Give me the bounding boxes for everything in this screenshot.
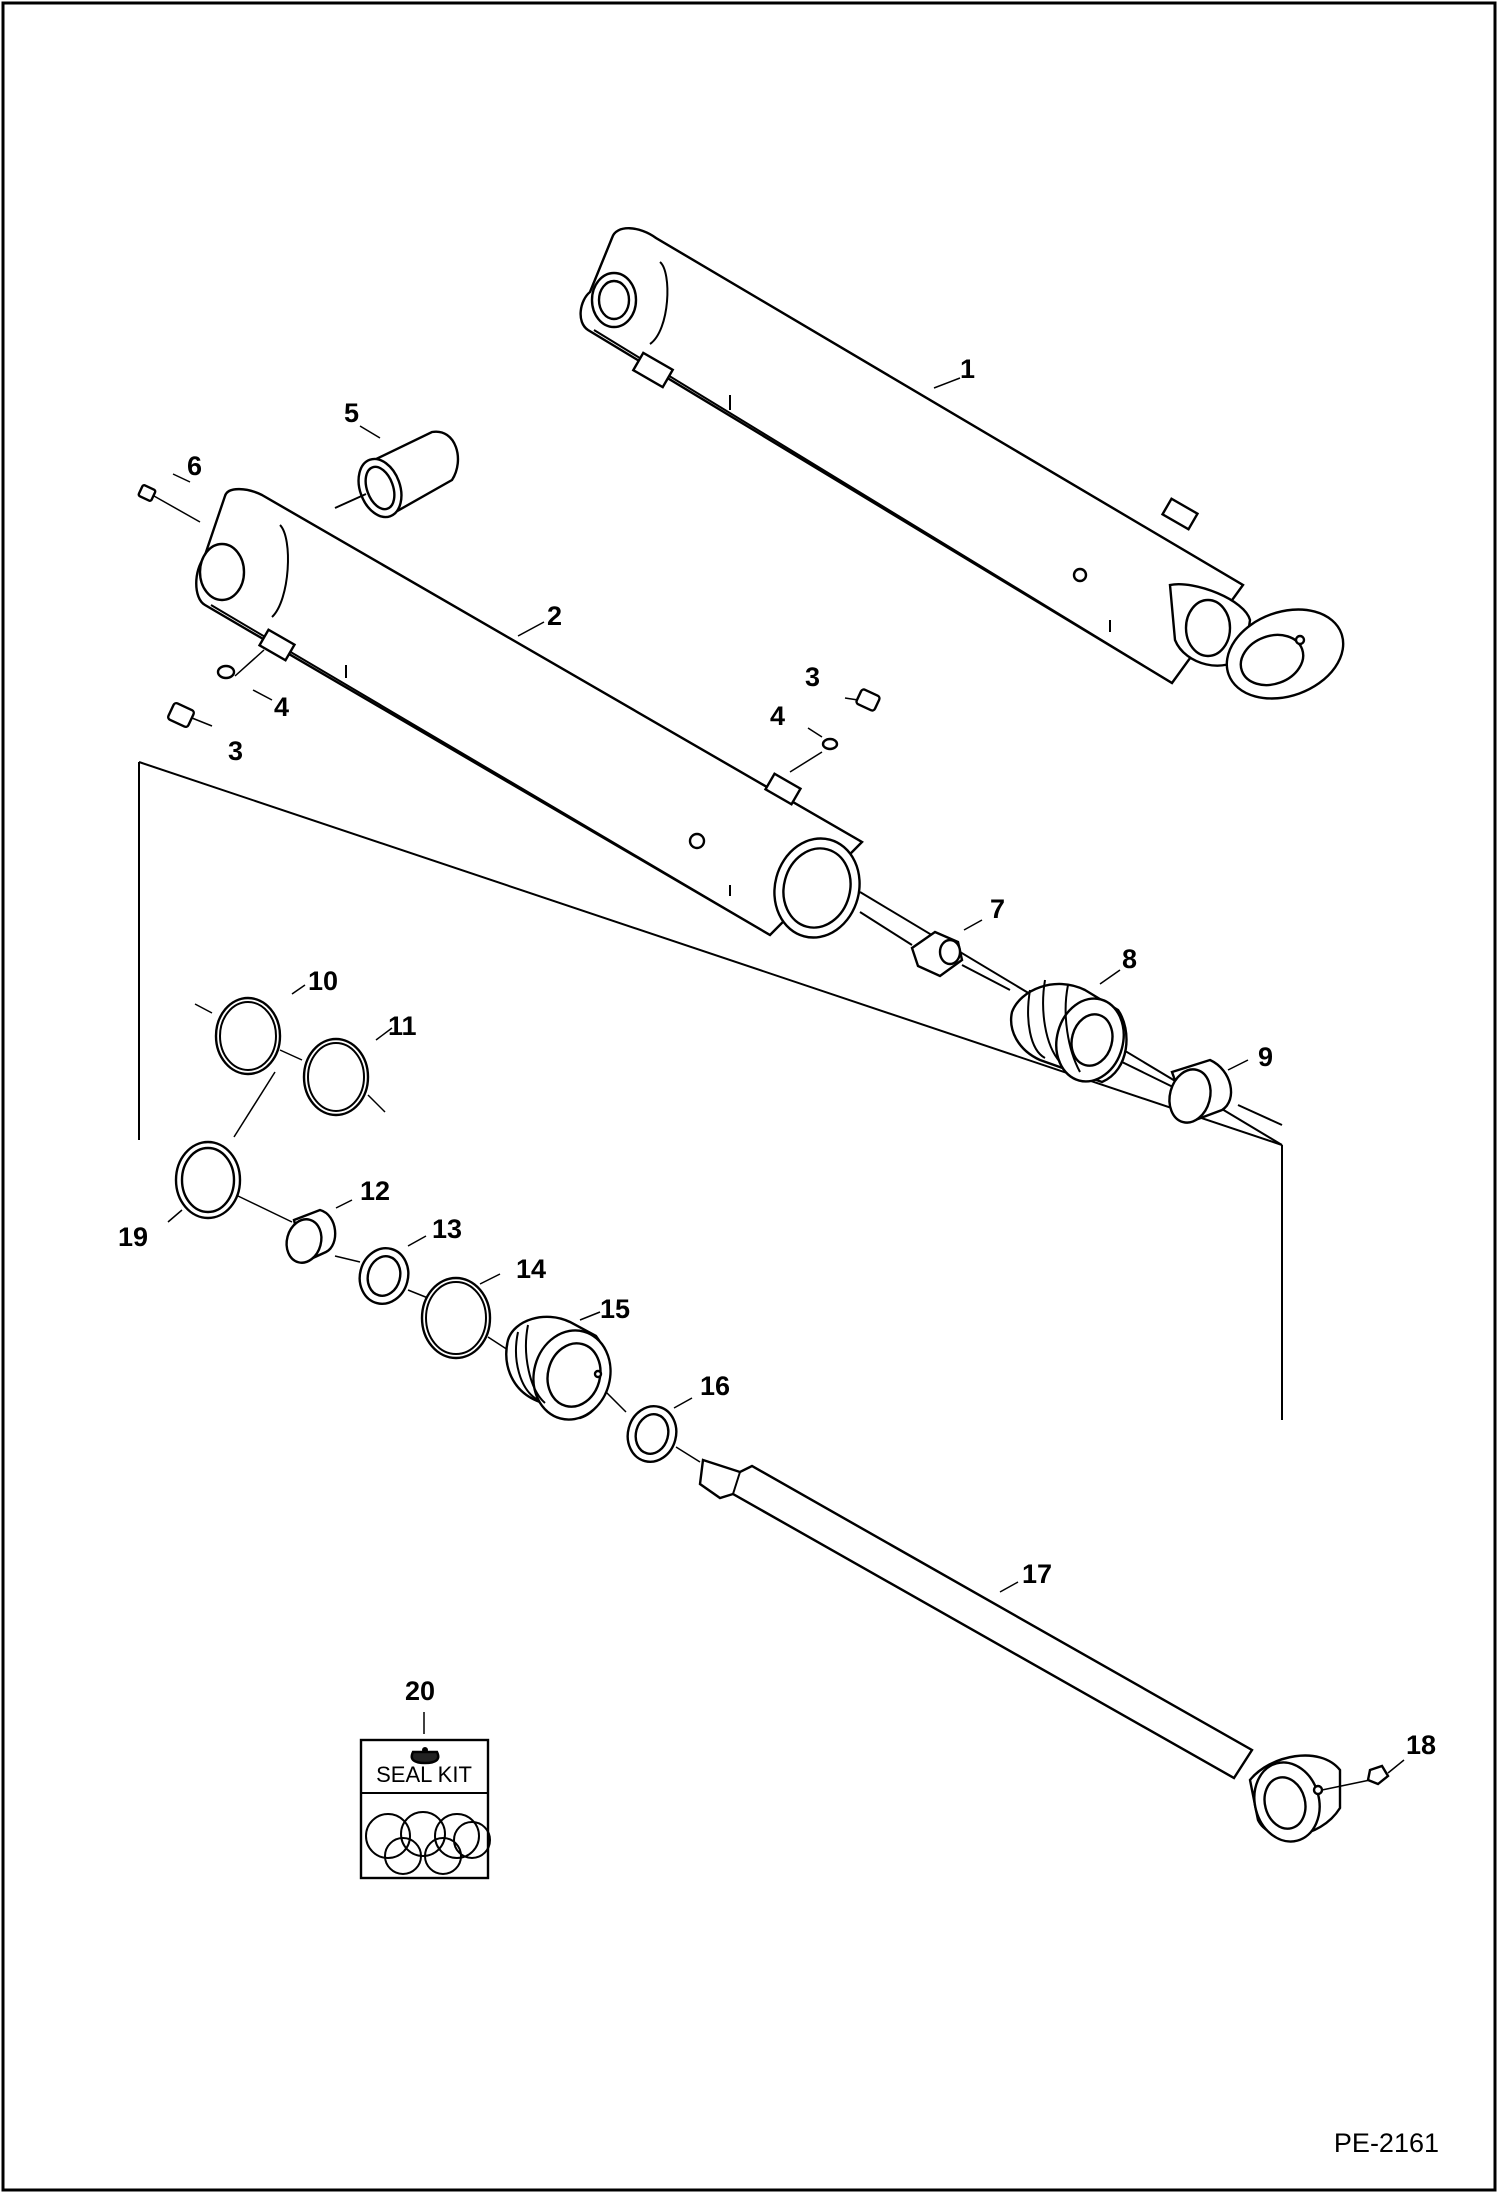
seal-ring-part-11 bbox=[233, 1037, 386, 1138]
rod-part-17 bbox=[698, 1458, 1371, 1843]
callout-9: 9 bbox=[1258, 1042, 1273, 1072]
grease-fitting-part-18 bbox=[1366, 1759, 1405, 1786]
gland-part-15 bbox=[505, 1315, 627, 1421]
o-ring-part-14 bbox=[420, 1276, 509, 1360]
callout-14: 14 bbox=[516, 1254, 546, 1284]
callout-16: 16 bbox=[700, 1371, 730, 1401]
bushing-part-5 bbox=[334, 430, 460, 519]
ring-part-9 bbox=[1168, 1058, 1283, 1126]
callout-15: 15 bbox=[600, 1294, 630, 1324]
fitting-part-6 bbox=[137, 484, 201, 523]
callout-2: 2 bbox=[547, 601, 562, 631]
callout-4-left: 4 bbox=[274, 692, 289, 722]
callout-18: 18 bbox=[1406, 1730, 1436, 1760]
callout-12: 12 bbox=[360, 1176, 390, 1206]
callout-10: 10 bbox=[308, 966, 338, 996]
wear-ring-part-12 bbox=[285, 1208, 361, 1264]
callout-3-lower: 3 bbox=[228, 736, 243, 766]
figure-id: PE-2161 bbox=[1334, 2128, 1439, 2158]
callout-8: 8 bbox=[1122, 944, 1137, 974]
callout-3-upper: 3 bbox=[805, 662, 820, 692]
callout-4-right: 4 bbox=[770, 701, 785, 731]
callout-19: 19 bbox=[118, 1222, 148, 1252]
leader-lines bbox=[167, 377, 1249, 1593]
callout-6: 6 bbox=[187, 451, 202, 481]
callout-1: 1 bbox=[960, 354, 975, 384]
callout-11: 11 bbox=[388, 1011, 417, 1041]
seal-kit-part-20: SEAL KIT bbox=[359, 1712, 491, 1880]
callout-13: 13 bbox=[432, 1214, 462, 1244]
wiper-part-16 bbox=[626, 1405, 701, 1463]
nut-part-7 bbox=[859, 911, 1011, 991]
barrel-part-2 bbox=[195, 487, 864, 939]
callout-20: 20 bbox=[405, 1676, 435, 1706]
piston-part-8 bbox=[1009, 979, 1176, 1089]
callout-7: 7 bbox=[990, 894, 1005, 924]
seal-kit-label: SEAL KIT bbox=[376, 1762, 472, 1787]
backup-ring-part-19 bbox=[174, 1140, 293, 1223]
callout-5: 5 bbox=[344, 398, 359, 428]
plug-and-oring-right bbox=[789, 688, 881, 773]
plug-and-oring-left bbox=[167, 649, 265, 729]
seal-ring-part-10 bbox=[194, 996, 282, 1076]
callout-17: 17 bbox=[1022, 1559, 1052, 1589]
callouts: 1 2 3 3 4 4 5 6 7 8 9 10 11 12 13 14 15 … bbox=[118, 354, 1436, 1760]
cylinder-assembly-part-1 bbox=[579, 227, 1345, 700]
rod-seal-part-13 bbox=[358, 1247, 429, 1305]
